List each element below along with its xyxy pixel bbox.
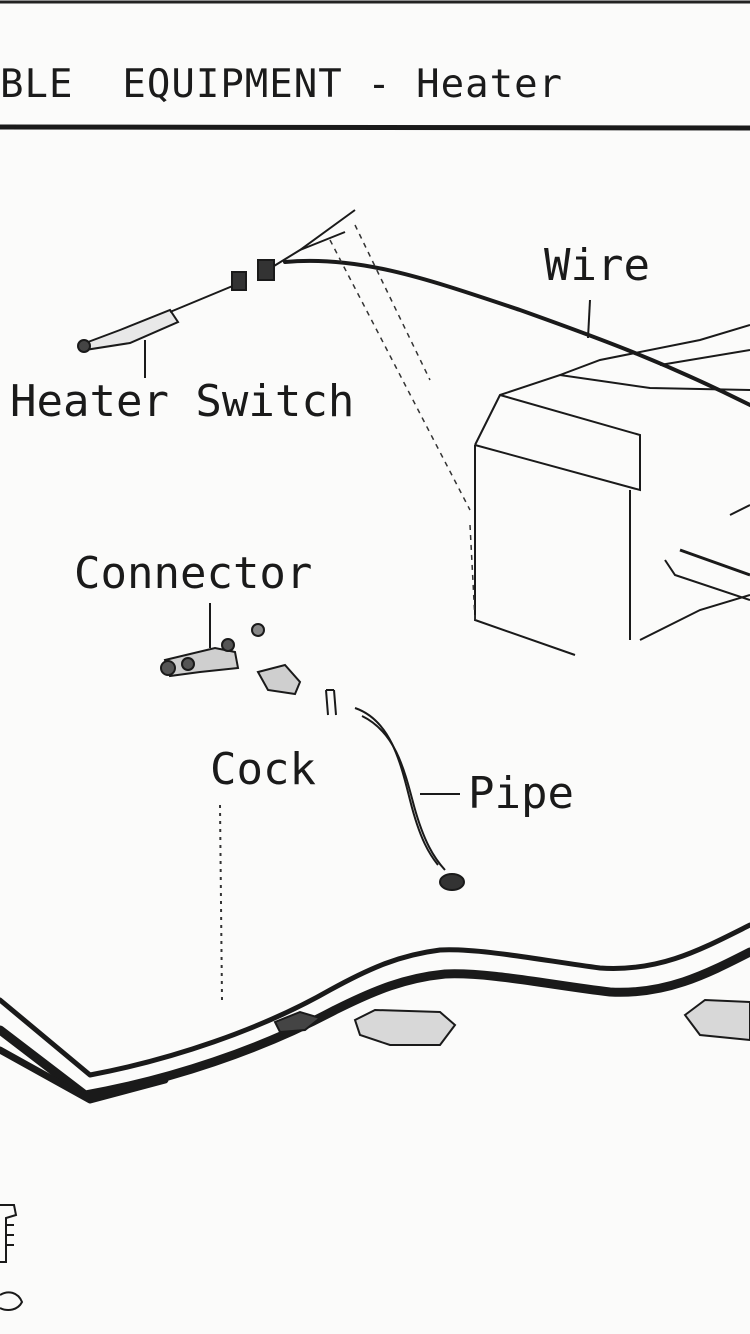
wire-leader <box>587 299 591 339</box>
label-heater-switch: Heater Switch <box>10 376 355 427</box>
heater-box <box>474 324 750 656</box>
label-cock: Cock <box>210 744 316 795</box>
header-underline <box>0 124 750 131</box>
page-title: BLE EQUIPMENT - Heater <box>0 62 564 107</box>
heater-switch-part <box>77 209 356 353</box>
connector-part <box>160 623 302 696</box>
pipe-part <box>354 707 465 891</box>
pipe-fitting <box>325 689 337 716</box>
label-pipe: Pipe <box>468 768 574 819</box>
sill-hardware <box>273 998 750 1046</box>
car-body-outline <box>0 258 750 1104</box>
heater-box-dashed-guides <box>329 224 476 621</box>
label-connector: Connector <box>74 548 313 599</box>
cock-leader <box>219 804 223 1001</box>
bottom-left-screw <box>0 1204 24 1311</box>
label-wire: Wire <box>544 240 650 291</box>
